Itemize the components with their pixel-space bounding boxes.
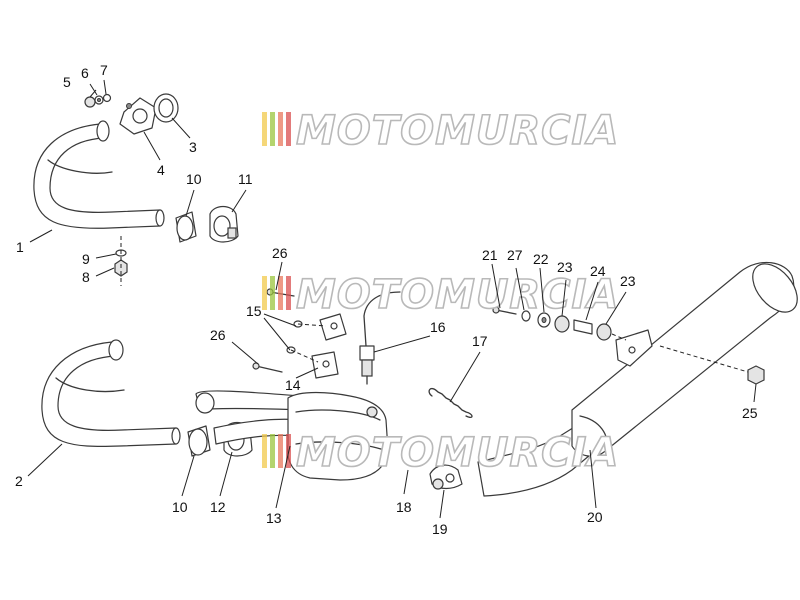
- spacer-24[interactable]: [573, 319, 593, 335]
- callout-numbers: 1 2 3 4 5 6 7 8 9 10 10 11 12 13 14 15 1…: [15, 62, 758, 537]
- callout-23-right: 23: [620, 273, 636, 289]
- callout-26-upper: 26: [272, 245, 288, 261]
- bolt-19[interactable]: [432, 473, 455, 490]
- callout-13: 13: [266, 510, 282, 526]
- callout-2: 2: [15, 473, 23, 489]
- washer-6[interactable]: [94, 95, 104, 105]
- washer-27[interactable]: [521, 310, 531, 322]
- watermark-logo: MOTOMURCIA: [262, 271, 619, 319]
- callout-18: 18: [396, 499, 412, 515]
- watermark-stripes: [262, 276, 291, 310]
- callout-12: 12: [210, 499, 226, 515]
- watermark-logo: MOTOMURCIA: [262, 429, 619, 477]
- callout-22: 22: [533, 251, 549, 267]
- sleeve-10-lower[interactable]: [187, 425, 211, 457]
- callout-7: 7: [100, 62, 108, 78]
- bracket-14-upper[interactable]: [319, 313, 347, 341]
- gasket-3[interactable]: [153, 93, 179, 123]
- watermark-logo: MOTOMURCIA: [262, 107, 619, 155]
- sleeve-10-upper[interactable]: [175, 211, 197, 243]
- callout-11: 11: [238, 171, 253, 187]
- callout-21: 21: [482, 247, 498, 263]
- lambda-sensor-16[interactable]: [359, 291, 401, 385]
- callout-8: 8: [82, 269, 90, 285]
- callout-4: 4: [157, 162, 165, 178]
- collector-13[interactable]: [195, 390, 389, 481]
- bolt-21[interactable]: [492, 306, 517, 315]
- watermark-text: MOTOMURCIA: [296, 108, 619, 154]
- nut-25[interactable]: [747, 365, 765, 385]
- callout-5: 5: [63, 74, 71, 90]
- callout-6: 6: [81, 65, 89, 81]
- washer-7[interactable]: [102, 93, 112, 103]
- callout-14: 14: [285, 377, 301, 393]
- watermark-text: MOTOMURCIA: [296, 272, 619, 318]
- callout-10-upper: 10: [186, 171, 202, 187]
- rubber-23-left[interactable]: [554, 315, 570, 333]
- callout-23-left: 23: [557, 259, 573, 275]
- callout-26-lower: 26: [210, 327, 226, 343]
- callout-15: 15: [246, 303, 262, 319]
- watermark-stripes: [262, 112, 291, 146]
- leader-lines: [27, 79, 757, 519]
- rubber-23-right[interactable]: [596, 323, 612, 341]
- callout-9: 9: [82, 251, 90, 267]
- header-pipe-2[interactable]: [41, 339, 181, 447]
- spring-17[interactable]: [428, 388, 473, 418]
- callout-25: 25: [742, 405, 758, 421]
- washer-22[interactable]: [537, 312, 551, 328]
- exhaust-flange-4[interactable]: [119, 97, 157, 135]
- callout-17: 17: [472, 333, 488, 349]
- callout-16: 16: [430, 319, 446, 335]
- header-pipe-1[interactable]: [33, 120, 165, 229]
- callout-20: 20: [587, 509, 603, 525]
- callout-27: 27: [507, 247, 523, 263]
- bracket-14-lower[interactable]: [311, 351, 339, 379]
- callout-3: 3: [189, 139, 197, 155]
- callout-1: 1: [16, 239, 24, 255]
- watermark-text: MOTOMURCIA: [296, 430, 619, 476]
- nut-5[interactable]: [84, 96, 96, 108]
- clamp-11[interactable]: [209, 205, 239, 243]
- silencer-20[interactable]: [477, 256, 800, 497]
- callout-19: 19: [432, 521, 448, 537]
- bolt-26-lower[interactable]: [252, 362, 283, 373]
- callout-10-lower: 10: [172, 499, 188, 515]
- callout-24: 24: [590, 263, 606, 279]
